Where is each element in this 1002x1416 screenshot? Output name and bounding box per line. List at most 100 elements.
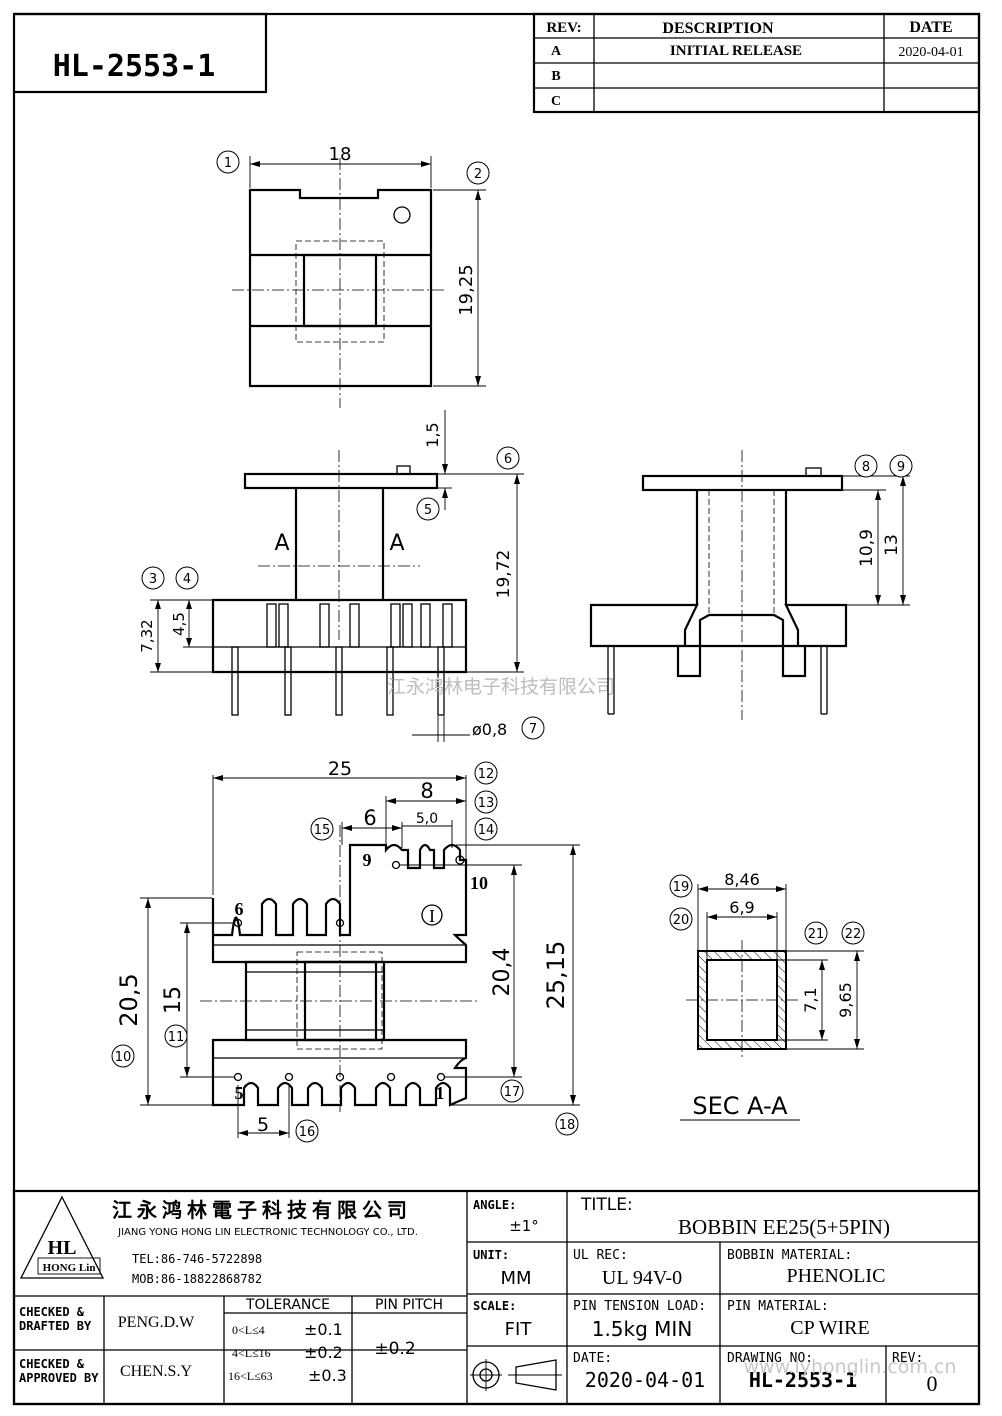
balloon-18: 18 [555, 1112, 579, 1136]
balloon-2: 2 [466, 161, 490, 185]
part-number: HL-2553-1 [53, 49, 216, 84]
rev-label: REV: [892, 1351, 923, 1366]
balloon-label: 2 [474, 167, 482, 182]
balloon-13: 13 [474, 790, 498, 814]
sheet-border [12, 12, 981, 1406]
rev-row-a-description: INITIAL RELEASE [670, 43, 802, 59]
pin-pitch-label: PIN PITCH [375, 1297, 443, 1313]
dim-flange-thickness: 1,5 [423, 422, 442, 447]
balloon-label: 13 [478, 796, 495, 811]
dim-base-height: 7,32 [138, 619, 156, 652]
dim-bottom-5-0: 5,0 [416, 811, 438, 827]
title-label: TITLE: [580, 1195, 633, 1215]
website-watermark: www.lyhonglin.com.cn [744, 1356, 957, 1378]
company-name-en: JIANG YONG HONG LIN ELECTRONIC TECHNOLOG… [117, 1227, 418, 1238]
balloon-label: 8 [862, 460, 870, 475]
date-value: 2020-04-01 [585, 1368, 705, 1392]
dim-top-height: 19,25 [456, 264, 477, 316]
balloon-19: 19 [669, 874, 693, 898]
dim-top-width: 18 [329, 144, 352, 165]
drafted-by: PENG.D.W [118, 1314, 195, 1331]
balloon-17: 17 [500, 1079, 524, 1103]
balloon-5: 5 [416, 497, 440, 521]
balloon-11: 11 [164, 1024, 188, 1048]
dim-bottom-width: 25 [328, 758, 352, 780]
balloon-label: 19 [673, 880, 690, 895]
dim-side-inner-height: 10,9 [857, 529, 877, 567]
front-view: A A 1,5 19,72 [138, 410, 524, 742]
dim-pin-diameter: ø0,8 [472, 720, 507, 739]
balloon-14: 14 [474, 817, 498, 841]
dim-bottom-8: 8 [420, 779, 433, 803]
tolerance-value-1: ±0.1 [304, 1320, 343, 1339]
tolerance-label: TOLERANCE [245, 1297, 330, 1313]
tolerance-range-1: 0<L≤4 [232, 1323, 265, 1337]
dim-bottom-25-15: 25,15 [542, 941, 570, 1010]
balloon-21: 21 [804, 921, 828, 945]
dim-sec-outer-width: 8,46 [724, 870, 760, 889]
pin1-marker: I [429, 906, 435, 926]
pin-pitch-value: ±0.2 [374, 1339, 415, 1359]
title-block: HL HONG Lin 江永鸿林電子科技有限公司 JIANG YONG HONG… [12, 1189, 981, 1406]
title-value: BOBBIN EE25(5+5PIN) [678, 1215, 890, 1239]
balloon-label: 15 [314, 823, 331, 838]
rev-row-a-date: 2020-04-01 [898, 45, 963, 60]
balloon-7: 7 [521, 716, 545, 740]
bobbin-material-value: PHENOLIC [787, 1265, 886, 1287]
section-label: SEC A-A [692, 1092, 788, 1120]
balloon-10: 10 [111, 1044, 135, 1068]
balloon-label: 18 [559, 1118, 576, 1133]
tolerance-range-3: 16<L≤63 [228, 1369, 273, 1383]
company-name-cn: 江永鸿林電子科技有限公司 [112, 1198, 412, 1222]
balloon-8: 8 [854, 454, 878, 478]
balloon-label: 14 [478, 823, 495, 838]
approved-by: CHEN.S.Y [120, 1363, 192, 1380]
ul-label: UL REC: [573, 1248, 628, 1263]
dim-side-total-height: 13 [882, 534, 902, 556]
drawing-no-label: DRAWING NO: [727, 1351, 813, 1366]
dim-sec-outer-height: 9,65 [836, 982, 855, 1018]
balloon-3: 3 [141, 566, 165, 590]
balloon-label: 4 [183, 572, 191, 587]
checked-drafted-label-2: DRAFTED BY [19, 1319, 92, 1333]
bottom-view: I 9 10 6 5 1 25 8 [115, 758, 580, 1138]
side-view: 10,9 13 [589, 450, 910, 720]
top-view: 18 19,25 [232, 144, 486, 408]
checked-approved-label-1: CHECKED & [19, 1357, 85, 1371]
pin-label-5: 5 [235, 1083, 244, 1103]
description-header: DESCRIPTION [662, 20, 774, 37]
rev-row-b: B [551, 69, 560, 84]
balloon-9: 9 [889, 454, 913, 478]
balloon-4: 4 [175, 566, 199, 590]
ul-value: UL 94V-0 [602, 1267, 682, 1289]
section-mark-right: A [389, 531, 404, 556]
drawing-no-value: HL-2553-1 [749, 1368, 857, 1392]
tolerance-value-2: ±0.2 [304, 1343, 343, 1362]
tolerance-range-2: 4<L≤16 [232, 1346, 271, 1360]
revision-table: REV: DESCRIPTION DATE A INITIAL RELEASE … [532, 12, 981, 114]
dim-bottom-20-5: 20,5 [115, 973, 143, 1026]
balloon-label: 5 [424, 503, 432, 518]
balloon-1: 1 [216, 150, 240, 174]
checked-approved-label-2: APPROVED BY [19, 1371, 99, 1385]
balloon-label: 3 [149, 572, 157, 587]
bobbin-material-label: BOBBIN MATERIAL: [727, 1248, 852, 1263]
pin-tension-label: PIN TENSION LOAD: [573, 1299, 706, 1314]
pin-label-6: 6 [235, 899, 244, 919]
balloon-12: 12 [474, 761, 498, 785]
balloon-15: 15 [310, 817, 334, 841]
balloon-label: 9 [897, 460, 905, 475]
checked-drafted-label-1: CHECKED & [19, 1305, 85, 1319]
pin-label-9: 9 [363, 850, 372, 870]
company-watermark: 江永鸿林电子科技有限公司 [387, 676, 615, 698]
angle-value: ±1° [509, 1217, 539, 1235]
unit-value: MM [500, 1268, 531, 1289]
balloon-label: 7 [529, 722, 537, 737]
balloon-20: 20 [669, 907, 693, 931]
company-mob: MOB:86-18822868782 [132, 1272, 262, 1286]
pin-label-10: 10 [470, 873, 488, 893]
balloon-label: 10 [115, 1050, 132, 1065]
section-a-a: 8,46 6,9 7,1 9,65 SEC A-A [680, 870, 864, 1121]
angle-label: ANGLE: [473, 1198, 516, 1212]
part-number-box: HL-2553-1 [14, 12, 268, 94]
